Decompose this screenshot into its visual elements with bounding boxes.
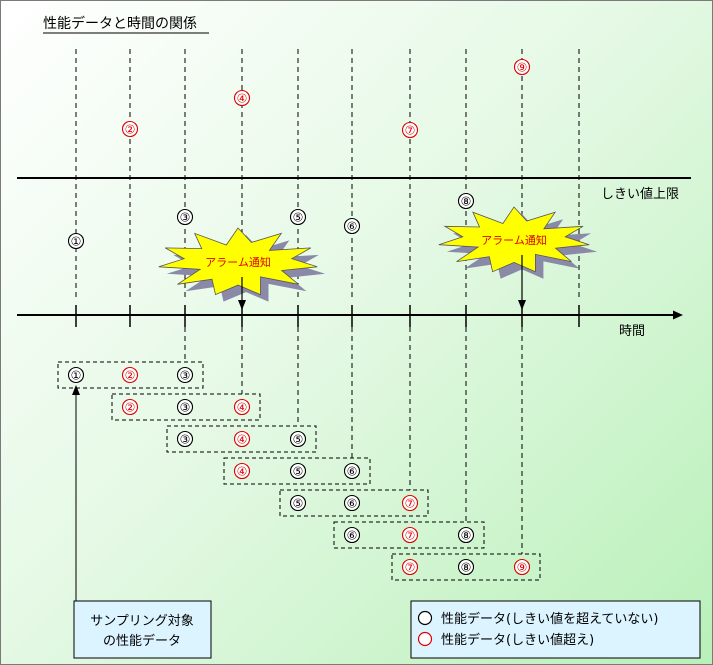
sample-ring-7 [401, 121, 419, 139]
window-2-sample-3: ④ [237, 401, 248, 415]
window-7-sample-2: ⑧ [461, 561, 472, 575]
window-5-sample-3: ⑦ [405, 497, 416, 511]
sampling-target-box [73, 600, 212, 659]
legend-normal-label: 性能データ(しきい値を超えていない) [441, 611, 659, 627]
window-6-sample-ring-2 [401, 526, 419, 544]
window-3-sample-ring-3 [289, 430, 307, 448]
sample-6: ⑥ [347, 220, 358, 234]
window-3-sample-ring-1 [176, 430, 194, 448]
sample-4: ④ [237, 92, 248, 106]
window-2-sample-ring-2 [176, 398, 194, 416]
window-box-7 [391, 553, 541, 581]
window-box-1 [57, 361, 204, 389]
sample-ring-1 [67, 232, 85, 250]
sample-ring-5 [289, 208, 307, 226]
window-6-sample-ring-1 [343, 526, 361, 544]
window-2-sample-1: ② [125, 401, 136, 415]
window-1-sample-ring-2 [121, 366, 139, 384]
window-2-sample-ring-3 [233, 398, 251, 416]
legend-box [410, 600, 701, 659]
sample-8: ⑧ [461, 195, 472, 209]
window-3-sample-2: ④ [237, 433, 248, 447]
window-4-sample-3: ⑥ [347, 465, 358, 479]
sampling-target-line-2: の性能データ [103, 633, 181, 649]
window-7-sample-ring-3 [513, 558, 531, 576]
window-7-sample-ring-2 [457, 558, 475, 576]
sample-5: ⑤ [293, 211, 304, 225]
window-1-sample-3: ③ [180, 369, 191, 383]
window-4-sample-ring-1 [233, 462, 251, 480]
window-5-sample-ring-1 [289, 494, 307, 512]
window-5-sample-ring-2 [343, 494, 361, 512]
alarm-burst-1 [158, 227, 318, 296]
diagram-title: 性能データと時間の関係 [43, 15, 197, 32]
window-box-2 [111, 393, 261, 421]
sample-7: ⑦ [405, 124, 416, 138]
sample-9: ⑨ [517, 61, 528, 75]
sample-3: ③ [180, 211, 191, 225]
sample-1: ① [71, 235, 82, 249]
window-4-sample-ring-2 [289, 462, 307, 480]
window-4-sample-2: ⑤ [293, 465, 304, 479]
alarm-arrowhead-2 [518, 300, 526, 310]
window-6-sample-3: ⑧ [461, 529, 472, 543]
threshold-label: しきい値上限 [601, 186, 679, 202]
sample-2: ② [125, 123, 136, 137]
window-link-lines [184, 327, 523, 554]
window-7-sample-3: ⑨ [517, 561, 528, 575]
window-3-sample-3: ⑤ [293, 433, 304, 447]
window-7-sample-1: ⑦ [405, 561, 416, 575]
sample-ring-6 [343, 217, 361, 235]
sample-ring-8 [457, 192, 475, 210]
window-3-sample-1: ③ [180, 433, 191, 447]
window-box-3 [166, 425, 317, 453]
sampling-target-arrowhead [72, 385, 80, 395]
window-5-sample-1: ⑤ [293, 497, 304, 511]
window-3-sample-ring-2 [233, 430, 251, 448]
sample-markers: ① ② ③ ④ ⑤ ⑥ ⑦ ⑧ ⑨ [67, 58, 531, 250]
legend-exceeded-icon [417, 631, 433, 647]
alarm-burst-2 [438, 206, 590, 273]
window-7-sample-ring-1 [401, 558, 419, 576]
window-box-4 [223, 457, 371, 485]
legend-normal-icon [417, 610, 433, 626]
sampling-target-line-1: サンプリング対象 [90, 614, 194, 629]
window-4-sample-ring-3 [343, 462, 361, 480]
alarm-arrowhead-1 [238, 300, 246, 310]
window-5-sample-2: ⑥ [347, 497, 358, 511]
sample-ring-4 [233, 89, 251, 107]
sample-ring-9 [513, 58, 531, 76]
window-2-sample-ring-1 [121, 398, 139, 416]
time-axis-label: 時間 [619, 324, 645, 339]
sample-ring-2 [121, 120, 139, 138]
window-box-5 [279, 489, 429, 517]
window-6-sample-2: ⑦ [405, 529, 416, 543]
window-2-sample-2: ③ [180, 401, 191, 415]
time-axis-arrowhead [673, 310, 683, 320]
window-5-sample-ring-3 [401, 494, 419, 512]
window-4-sample-1: ④ [237, 465, 248, 479]
window-1-sample-1: ① [71, 369, 82, 383]
alarm-burst-label-1: アラーム通知 [205, 255, 271, 269]
window-6-sample-ring-3 [457, 526, 475, 544]
window-1-sample-ring-3 [176, 366, 194, 384]
window-1-sample-2: ② [125, 369, 136, 383]
window-1-sample-ring-1 [67, 366, 85, 384]
sample-ring-3 [176, 208, 194, 226]
sampling-windows: ① ② ③ ② ③ ④ ③ ④ ⑤ ④ ⑤ ⑥ ⑤ ⑥ ⑦ ⑥ ⑦ ⑧ ⑦ ⑧ ⑨ [57, 361, 541, 581]
alarm-burst-label-2: アラーム通知 [481, 233, 547, 247]
legend-exceeded-label: 性能データ(しきい値超え) [441, 632, 594, 648]
window-box-6 [333, 521, 485, 549]
window-6-sample-1: ⑥ [347, 529, 358, 543]
